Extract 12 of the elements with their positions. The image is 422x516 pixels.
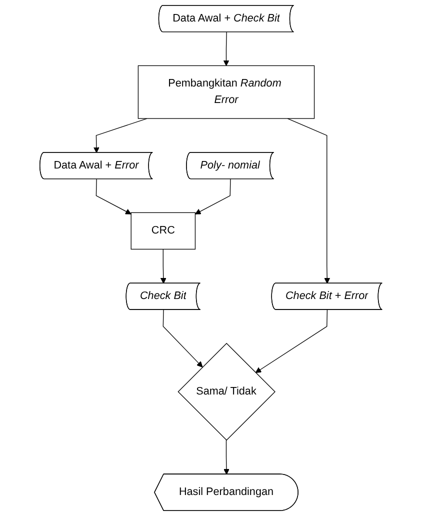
arrow: [96, 178, 132, 214]
arrow: [255, 310, 328, 373]
arrow: [160, 248, 166, 284]
node-box: CRC: [130, 212, 196, 250]
node-box: Pembangkitan Random Error: [138, 65, 315, 119]
arrow: [162, 310, 203, 368]
arrow: [287, 118, 330, 284]
node-diamond: Sama/ Tidak: [178, 342, 276, 441]
arrow: [93, 118, 148, 153]
arrow: [194, 178, 231, 214]
arrow: [223, 32, 230, 66]
arrow: [224, 440, 230, 475]
